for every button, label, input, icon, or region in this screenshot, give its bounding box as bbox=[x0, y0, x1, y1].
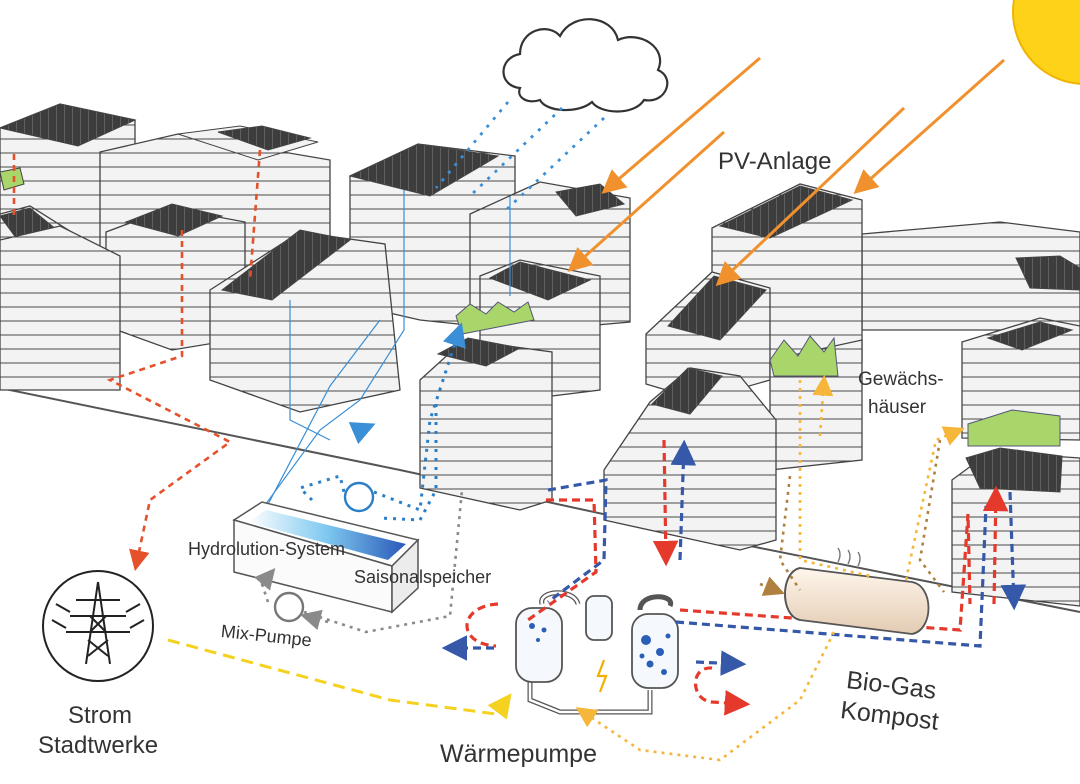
lightning-icon bbox=[596, 659, 608, 693]
label-waermepumpe: Wärmepumpe bbox=[440, 740, 597, 768]
pump-icon bbox=[343, 481, 375, 513]
mix-pump-icon bbox=[273, 591, 305, 623]
label-saisonalspeicher: Saisonalspeicher bbox=[354, 567, 492, 587]
label-stadtwerke: Stadtwerke bbox=[38, 732, 159, 759]
cloud-icon bbox=[502, 18, 669, 113]
power-tower-icon bbox=[42, 570, 154, 682]
label-pv-anlage: PV-Anlage bbox=[718, 148, 832, 175]
power-lines bbox=[12, 149, 262, 572]
grid-supply-line bbox=[167, 638, 512, 720]
rainwater-pipes bbox=[259, 190, 511, 513]
label-gewaechshaeuser-2: häuser bbox=[868, 397, 927, 418]
greenhouse-group bbox=[455, 301, 1061, 447]
label-gewaechshaeuser-1: Gewächs- bbox=[858, 369, 944, 390]
saisonalspeicher-pool bbox=[232, 501, 420, 614]
biogas-lines bbox=[575, 374, 965, 762]
heating-flows bbox=[441, 439, 1027, 716]
hydrolution-loop bbox=[297, 322, 466, 522]
mix-loop bbox=[254, 489, 464, 634]
sun-icon bbox=[1012, 0, 1080, 85]
rainwater-lines bbox=[434, 101, 605, 212]
solar-rays bbox=[567, 56, 1005, 287]
biogas-tank bbox=[784, 547, 930, 635]
label-hydrolution-system: Hydrolution-System bbox=[188, 539, 346, 559]
label-strom: Strom bbox=[68, 702, 133, 729]
heat-pump-unit bbox=[515, 590, 679, 715]
